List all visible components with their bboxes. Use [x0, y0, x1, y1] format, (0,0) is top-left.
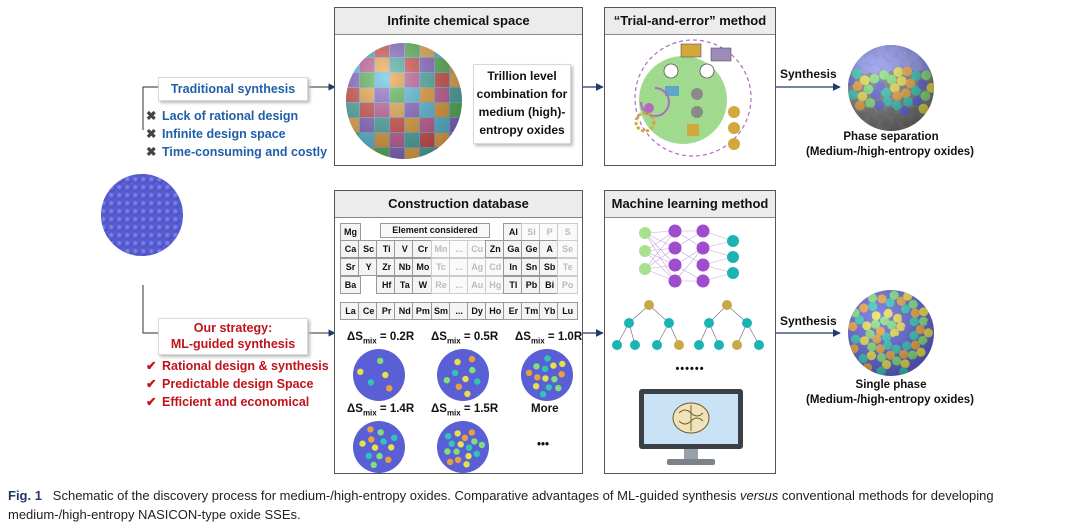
element-cell: Lu [557, 302, 579, 320]
trillion-combination-box: Trillion level combination for medium (h… [473, 64, 571, 144]
element-cell: Y [358, 258, 380, 276]
element-cell: Po [557, 276, 579, 294]
chemical-space-title: Infinite chemical space [335, 8, 582, 35]
element-cell: Au [466, 276, 488, 294]
element-cell: Ce [358, 302, 380, 320]
entropy-label: ΔSmix = 1.0R [515, 331, 583, 346]
entropy-more-label: More [531, 403, 559, 415]
element-cell: Se [557, 240, 579, 258]
element-cell: Nd [394, 302, 416, 320]
computer-brain-icon [639, 389, 743, 465]
caption-italic: versus [739, 488, 779, 503]
entropy-sphere-icon [353, 421, 405, 473]
cross-icon: ✖ [146, 109, 157, 123]
traditional-point-1: ✖Lack of rational design [146, 109, 299, 123]
element-cell: Hf [376, 276, 398, 294]
element-cell: Te [557, 258, 579, 276]
construction-database-panel: Construction database Element considered… [334, 190, 583, 474]
synthesis-top-label: Synthesis [780, 67, 837, 81]
entropy-label: ΔSmix = 1.4R [347, 403, 415, 418]
strategy-point-3: ✔Efficient and economical [146, 395, 310, 409]
figure-label: Fig. 1 [8, 488, 42, 503]
element-cell: Pr [376, 302, 398, 320]
trial-error-title: “Trial-and-error” method [605, 8, 775, 35]
base-sphere-icon [101, 174, 183, 256]
phase-separation-title: Phase separation [843, 131, 939, 143]
element-cell: Sm [430, 302, 452, 320]
machine-learning-title: Machine learning method [605, 191, 775, 218]
entropy-grid: ΔSmix = 0.2R ΔSmix = 0.5R ΔSmix = 1.0R ΔSmi… [335, 331, 582, 473]
cross-icon: ✖ [146, 127, 157, 141]
check-icon: ✔ [146, 395, 157, 409]
element-cell: W [412, 276, 434, 294]
decision-tree-icon [612, 300, 764, 350]
strategy-point-2: ✔Predictable design Space [146, 377, 314, 391]
element-cell: Ti [376, 240, 398, 258]
entropy-ellipsis: ••• [537, 439, 550, 451]
entropy-label: ΔSmix = 0.2R [347, 331, 415, 346]
machine-learning-panel: Machine learning method •••••• [604, 190, 776, 474]
element-cell: S [557, 223, 579, 241]
caption-text-2: conventional methods for developing medi… [8, 488, 994, 522]
construction-database-title: Construction database [335, 191, 582, 218]
single-phase-subtitle: (Medium-/high-entropy oxides) [805, 394, 975, 406]
caption-text-1: Schematic of the discovery process for m… [52, 488, 740, 503]
element-cell: Hg [484, 276, 506, 294]
entropy-label: ΔSmix = 0.5R [431, 331, 499, 346]
phase-separation-subtitle: (Medium-/high-entropy oxides) [805, 146, 975, 158]
element-cell: Re [430, 276, 452, 294]
neural-network-icon [639, 224, 739, 288]
traditional-point-3: ✖Time-consuming and costly [146, 145, 328, 159]
element-cell: ... [448, 302, 470, 320]
check-icon: ✔ [146, 377, 157, 391]
phase-separation-sphere-icon [848, 45, 934, 131]
element-cell: Ba [340, 276, 361, 294]
ml-more-dots: •••••• [675, 363, 705, 375]
element-cell: Yb [539, 302, 561, 320]
figure-caption: Fig. 1 Schematic of the discovery proces… [8, 486, 1076, 524]
trial-error-flowchart-icon [634, 39, 752, 157]
element-cell: Sn [521, 258, 542, 276]
element-considered-label: Element considered [380, 223, 490, 238]
synthesis-bottom-label: Synthesis [780, 314, 837, 328]
entropy-sphere-icon [353, 349, 405, 401]
trial-error-panel: “Trial-and-error” method [604, 7, 776, 166]
single-phase-sphere-icon [848, 290, 934, 376]
entropy-label: ΔSmix = 1.5R [431, 403, 499, 418]
element-cell: Mg [340, 223, 361, 241]
traditional-synthesis-label: Traditional synthesis [158, 77, 308, 101]
our-strategy-line2: ML-guided synthesis [170, 337, 296, 351]
check-icon: ✔ [146, 359, 157, 373]
element-globe-icon [346, 43, 462, 159]
strategy-point-1: ✔Rational design & synthesis [146, 359, 329, 373]
chemical-space-panel: Infinite chemical space Tril [334, 7, 583, 166]
our-strategy-label: Our strategy: ML-guided synthesis [158, 318, 308, 355]
entropy-sphere-icon [437, 349, 489, 401]
entropy-sphere-icon [437, 421, 489, 473]
cross-icon: ✖ [146, 145, 157, 159]
traditional-point-2: ✖Infinite design space [146, 127, 286, 141]
entropy-sphere-icon [521, 349, 573, 401]
single-phase-title: Single phase [855, 379, 927, 391]
element-cell: Cr [412, 240, 434, 258]
our-strategy-line1: Our strategy: [193, 321, 273, 335]
traditional-synthesis-text: Traditional synthesis [170, 82, 296, 96]
